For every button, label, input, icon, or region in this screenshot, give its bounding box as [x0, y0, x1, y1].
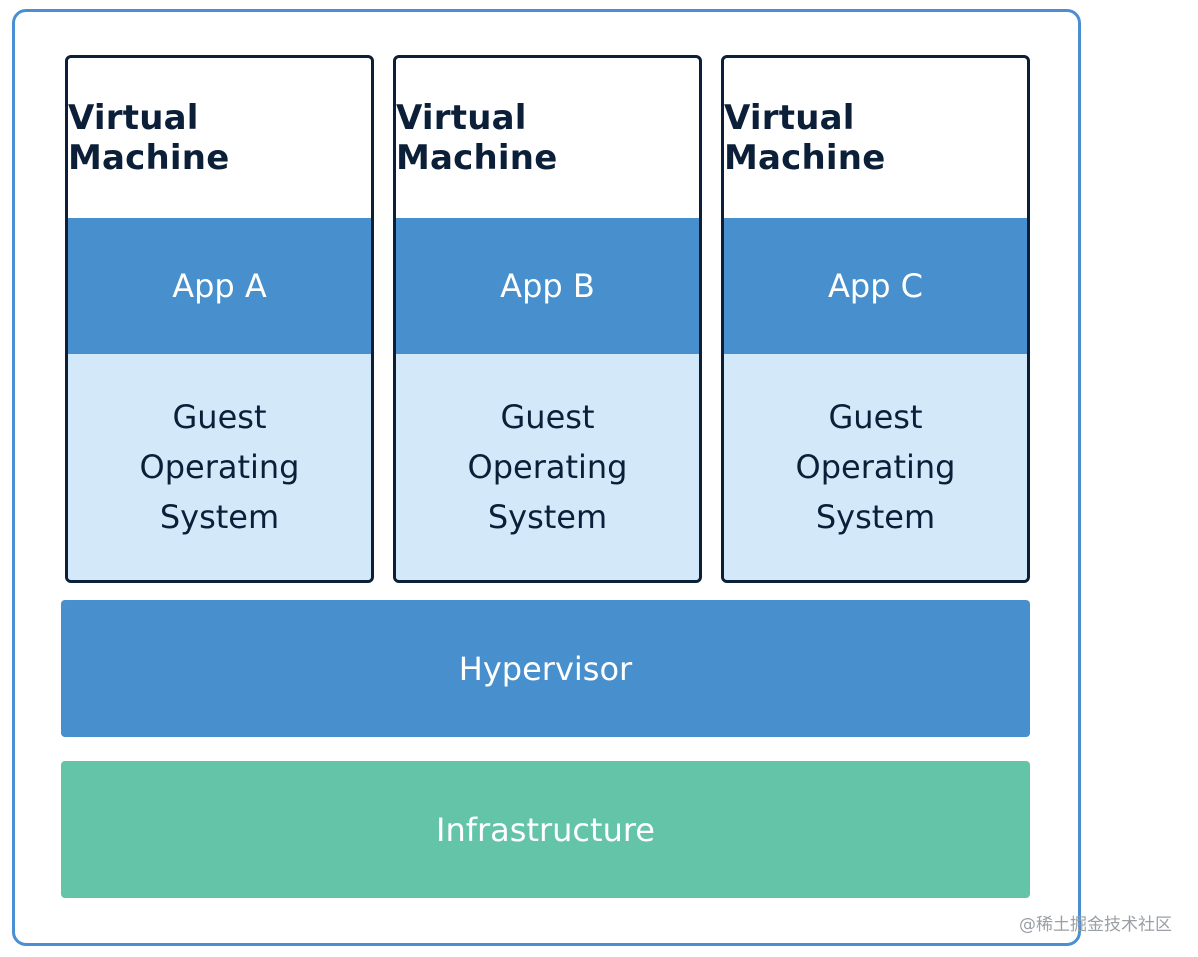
infrastructure-layer: Infrastructure — [61, 761, 1030, 898]
guest-os-line: Operating — [467, 448, 628, 486]
guest-os-line: System — [815, 498, 936, 536]
guest-os-line: Guest — [172, 398, 267, 436]
guest-os-line: Guest — [828, 398, 923, 436]
watermark: @稀土掘金技术社区 — [1019, 915, 1172, 935]
app-block-b: App B — [396, 218, 699, 354]
vm-title: Virtual Machine — [68, 98, 230, 178]
app-block-c: App C — [724, 218, 1027, 354]
vm-title: Virtual Machine — [724, 98, 886, 178]
guest-os-line: Operating — [139, 448, 300, 486]
virtual-machine-b: Virtual Machine App B Guest Operating Sy… — [393, 55, 702, 583]
guest-os-line: Operating — [795, 448, 956, 486]
guest-os-line: System — [159, 498, 280, 536]
guest-os-line: System — [487, 498, 608, 536]
app-block-a: App A — [68, 218, 371, 354]
virtual-machine-a: Virtual Machine App A Guest Operating Sy… — [65, 55, 374, 583]
guest-os-line: Guest — [500, 398, 595, 436]
virtual-machine-c: Virtual Machine App C Guest Operating Sy… — [721, 55, 1030, 583]
hypervisor-layer: Hypervisor — [61, 600, 1030, 737]
guest-os-block: Guest Operating System — [396, 354, 699, 580]
vm-title: Virtual Machine — [396, 98, 558, 178]
guest-os-block: Guest Operating System — [724, 354, 1027, 580]
guest-os-block: Guest Operating System — [68, 354, 371, 580]
